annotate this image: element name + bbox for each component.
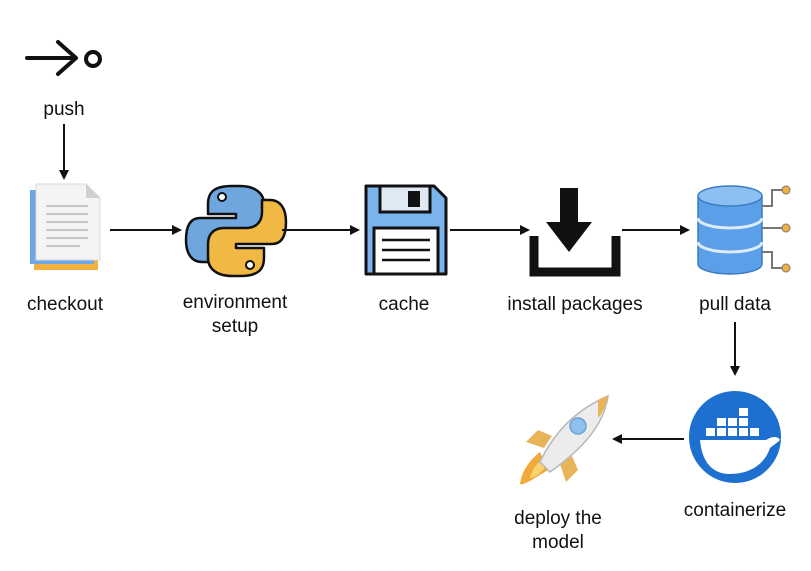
rocket-icon bbox=[520, 394, 609, 485]
database-icon bbox=[696, 185, 791, 275]
node-label-checkout: checkout bbox=[26, 294, 104, 315]
git-commit-push-icon bbox=[25, 40, 102, 76]
node-label-environment-setup: environment setup bbox=[165, 291, 305, 339]
node-label-deploy-model-line1: deploy the bbox=[514, 508, 602, 529]
docker-whale-icon bbox=[689, 391, 781, 483]
node-label-environment-setup-line1: environment bbox=[182, 292, 288, 313]
download-icon bbox=[529, 188, 621, 277]
floppy-disk-icon bbox=[364, 184, 448, 276]
node-label-containerize: containerize bbox=[683, 500, 787, 521]
node-label-push: push bbox=[43, 99, 85, 120]
node-label-pull-data: pull data bbox=[699, 294, 771, 315]
node-label-cache: cache bbox=[378, 294, 430, 315]
python-logo-icon bbox=[184, 184, 288, 278]
node-label-deploy-model-line2: model bbox=[532, 532, 584, 553]
documents-icon bbox=[30, 183, 101, 270]
node-label-deploy-model: deploy the model bbox=[493, 507, 623, 555]
node-label-install-packages: install packages bbox=[507, 294, 643, 315]
node-label-environment-setup-line2: setup bbox=[211, 316, 259, 337]
